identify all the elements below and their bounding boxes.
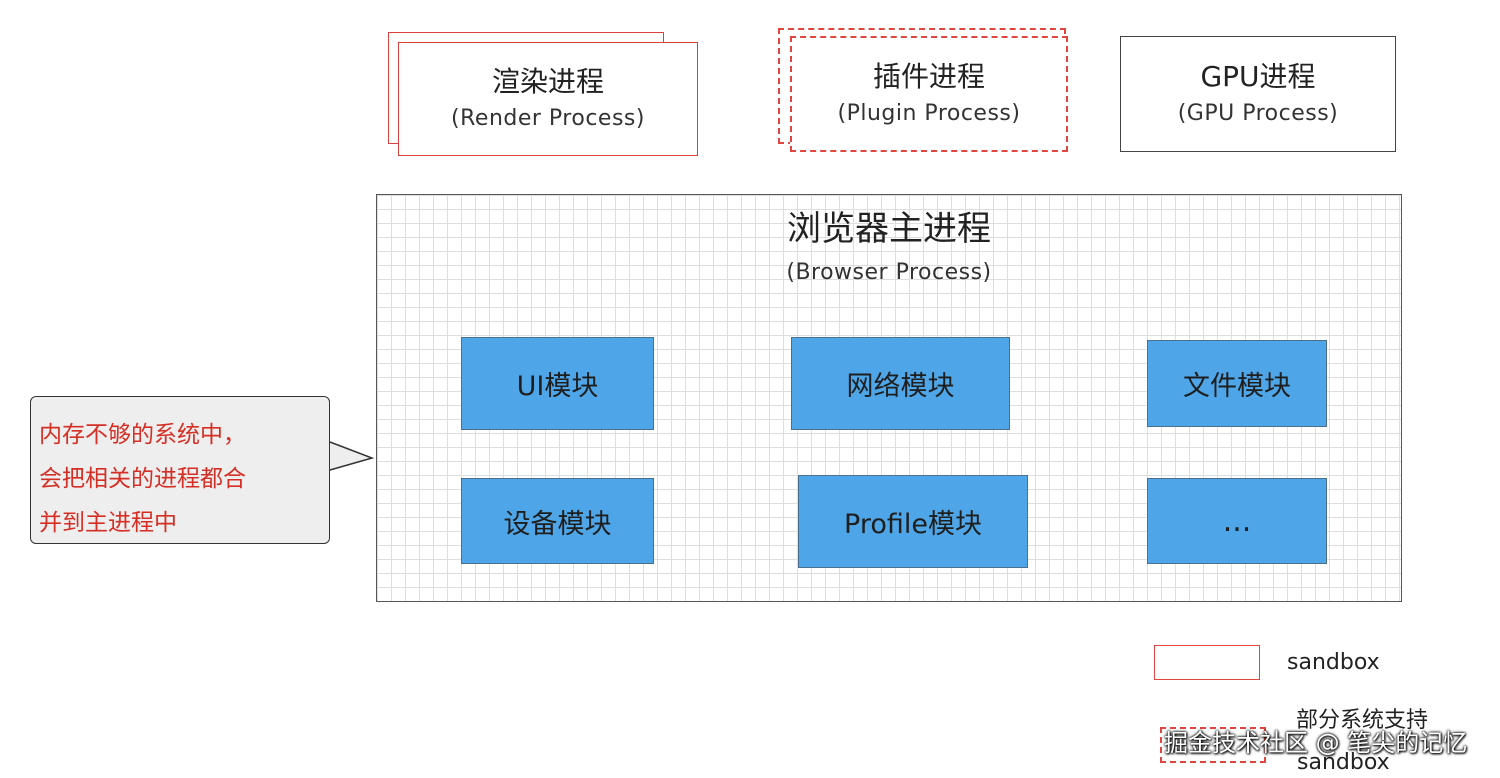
plugin-process-subtitle: (Plugin Process) (837, 101, 1021, 126)
module-device: 设备模块 (461, 478, 654, 564)
legend-partial-sandbox-label-line2: sandbox (1297, 750, 1390, 775)
gpu-process-title: GPU进程 (1200, 60, 1316, 93)
render-process-box: 渲染进程 (Render Process) (398, 42, 698, 156)
legend-partial-sandbox-label-line1: 部分系统支持 (1296, 708, 1429, 733)
gpu-process-subtitle: (GPU Process) (1177, 101, 1339, 126)
browser-process-title: 浏览器主进程 (787, 209, 991, 249)
module-network: 网络模块 (791, 337, 1010, 430)
callout-line-1: 内存不够的系统中， (39, 422, 246, 448)
legend-sandbox-label: sandbox (1287, 650, 1380, 675)
module-file: 文件模块 (1147, 340, 1327, 427)
render-process-subtitle: (Render Process) (451, 106, 645, 131)
gpu-process-box: GPU进程 (GPU Process) (1120, 36, 1396, 152)
plugin-process-box: 插件进程 (Plugin Process) (790, 36, 1068, 152)
browser-process-subtitle: (Browser Process) (786, 260, 992, 285)
callout-line-2: 会把相关的进程都合 (39, 466, 246, 492)
memory-callout: 内存不够的系统中， 会把相关的进程都合 并到主进程中 (30, 396, 330, 544)
watermark: 掘金技术社区 @ 笔尖的记忆 (1164, 729, 1468, 757)
module-more: ... (1147, 478, 1327, 564)
legend-partial-sandbox-swatch (1160, 727, 1266, 763)
render-process-title: 渲染进程 (491, 65, 604, 98)
plugin-process-title: 插件进程 (872, 60, 985, 93)
legend-sandbox-swatch (1154, 645, 1260, 680)
module-profile: Profile模块 (798, 475, 1028, 568)
module-ui: UI模块 (461, 337, 654, 430)
callout-pointer (329, 441, 375, 471)
callout-line-3: 并到主进程中 (39, 510, 177, 536)
